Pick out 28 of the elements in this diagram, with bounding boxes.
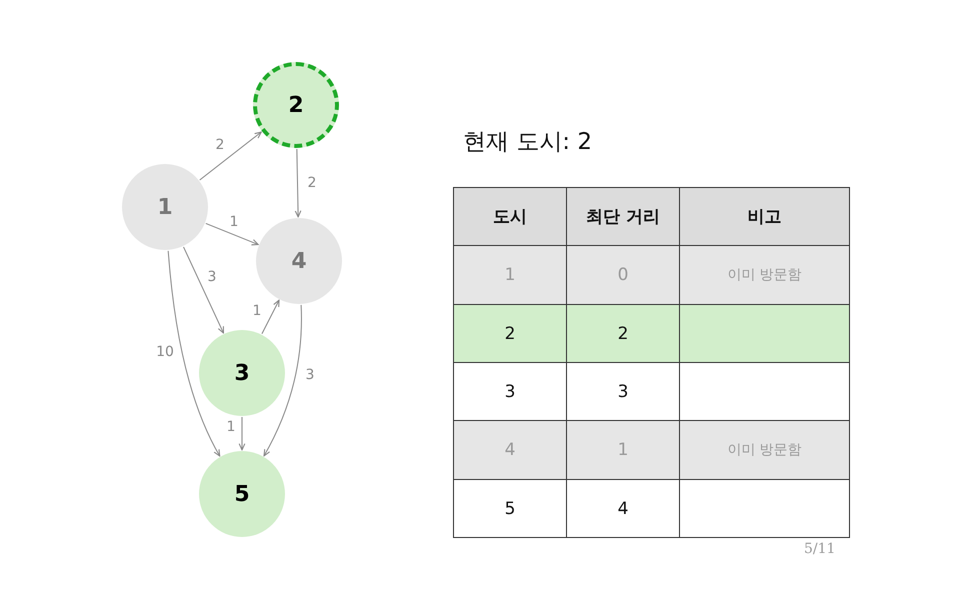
- table-cell: 1: [453, 245, 567, 305]
- arrow: [205, 222, 259, 246]
- node-label: 1: [157, 194, 173, 220]
- table-cell: 1: [566, 420, 680, 480]
- table-cell: 2: [566, 304, 680, 363]
- table-cell: 이미 방문함: [679, 420, 850, 480]
- table-cell: 4: [453, 420, 567, 480]
- table-cell: 0: [566, 245, 680, 305]
- arrow: [168, 250, 220, 457]
- node-label: 5: [234, 482, 250, 506]
- arrow: [183, 246, 224, 334]
- header-cell: 최단 거리: [566, 187, 680, 246]
- table-cell: 이미 방문함: [679, 245, 850, 305]
- node-label: 3: [234, 360, 250, 386]
- title: 현재 도시: 2: [463, 128, 592, 157]
- arrow: [264, 304, 302, 456]
- table-cell: 2: [453, 304, 567, 363]
- header-cell: 도시: [453, 187, 567, 246]
- arrow: [261, 300, 280, 334]
- arrow: [199, 132, 262, 180]
- node-label: 2: [288, 92, 304, 118]
- page-number: 5/11: [804, 541, 836, 557]
- graph-node: [199, 330, 285, 416]
- arrow: [294, 148, 302, 218]
- node-label: 4: [291, 248, 307, 274]
- table-cell: 5: [453, 479, 567, 538]
- arrow: [238, 416, 246, 451]
- header-cell: 비고: [679, 187, 850, 246]
